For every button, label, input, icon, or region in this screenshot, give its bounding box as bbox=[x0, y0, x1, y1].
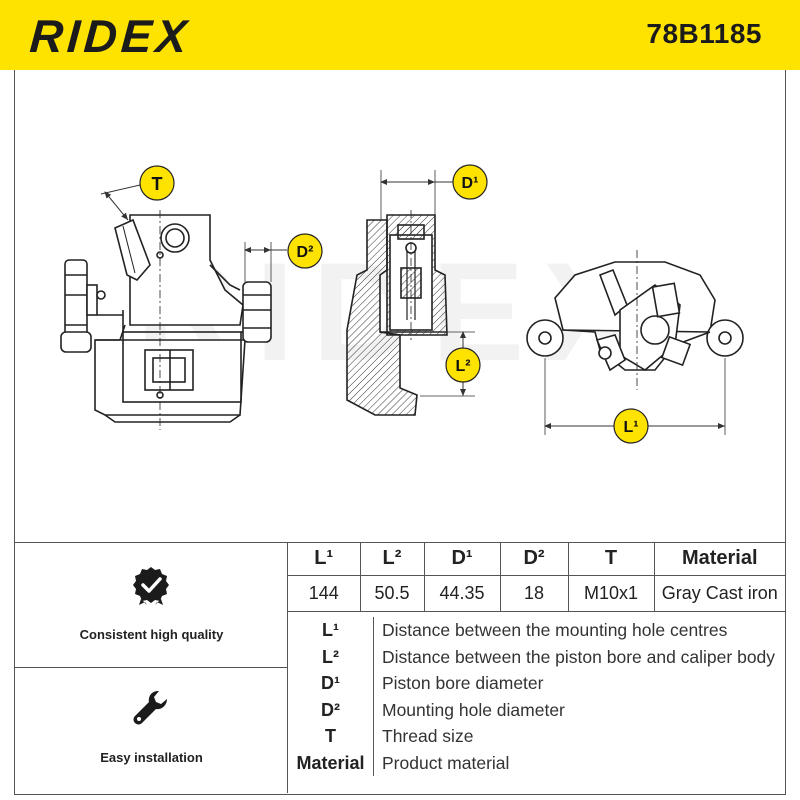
spec-header-t: T bbox=[568, 543, 655, 576]
legend: L¹ Distance between the mounting hole ce… bbox=[288, 613, 785, 793]
spec-value-d1: 44.35 bbox=[424, 575, 501, 612]
caliper-section-view bbox=[346, 210, 448, 416]
callout-l2-label: L² bbox=[455, 358, 470, 375]
legend-row-l1: L¹ Distance between the mounting hole ce… bbox=[288, 617, 785, 644]
callout-t: T bbox=[100, 165, 175, 221]
feature-quality: Consistent high quality bbox=[15, 543, 288, 668]
callout-t-label: T bbox=[152, 174, 163, 194]
legend-description: Piston bore diameter bbox=[382, 673, 544, 693]
legend-symbol: Material bbox=[288, 749, 374, 776]
caliper-front-view bbox=[60, 210, 272, 430]
spec-value-row: 144 50.5 44.35 18 M10x1 Gray Cast iron bbox=[288, 575, 785, 612]
spec-value-l1: 144 bbox=[288, 575, 361, 612]
legend-description: Thread size bbox=[382, 726, 474, 746]
callout-l2: L² bbox=[420, 331, 481, 397]
feature-panel: Consistent high quality Easy installatio… bbox=[15, 543, 288, 793]
technical-drawing: RIDEX bbox=[14, 70, 786, 542]
callout-l1: L¹ bbox=[544, 358, 726, 444]
legend-symbol: L² bbox=[288, 643, 374, 670]
legend-symbol: D¹ bbox=[288, 670, 374, 697]
badge-check-icon bbox=[133, 567, 169, 605]
spec-header-l1: L¹ bbox=[288, 543, 361, 576]
wrench-icon bbox=[133, 691, 167, 725]
spec-table: L¹ L² D¹ D² T Material 144 50.5 44.35 18… bbox=[288, 543, 785, 612]
legend-symbol: L¹ bbox=[288, 617, 374, 644]
spec-header-d2: D² bbox=[500, 543, 569, 576]
callout-d2-label: D² bbox=[297, 244, 314, 261]
spec-header-material: Material bbox=[654, 543, 785, 576]
legend-row-d2: D² Mounting hole diameter bbox=[288, 696, 785, 723]
legend-description: Product material bbox=[382, 752, 510, 773]
legend-row-t: T Thread size bbox=[288, 723, 785, 750]
spec-value-l2: 50.5 bbox=[360, 575, 425, 612]
spec-header-row: L¹ L² D¹ D² T Material bbox=[288, 543, 785, 576]
spec-header-d1: D¹ bbox=[424, 543, 501, 576]
callout-d1-label: D¹ bbox=[462, 175, 479, 192]
header-band: RIDEX 78B1185 bbox=[0, 0, 800, 70]
legend-symbol: D² bbox=[288, 696, 374, 723]
caliper-drawing-svg: RIDEX bbox=[60, 164, 744, 444]
spec-value-material: Gray Cast iron bbox=[654, 575, 785, 612]
caliper-rear-view bbox=[526, 250, 744, 390]
info-section: Consistent high quality Easy installatio… bbox=[14, 542, 786, 795]
feature-installation-label: Easy installation bbox=[100, 750, 203, 765]
legend-description: Distance between the mounting hole centr… bbox=[382, 620, 728, 640]
feature-quality-label: Consistent high quality bbox=[79, 627, 224, 642]
legend-row-material: Material Product material bbox=[288, 749, 785, 776]
legend-description: Distance between the piston bore and cal… bbox=[382, 646, 776, 667]
legend-symbol: T bbox=[288, 723, 374, 750]
legend-row-d1: D¹ Piston bore diameter bbox=[288, 670, 785, 697]
spec-value-t: M10x1 bbox=[568, 575, 655, 612]
part-number: 78B1185 bbox=[646, 18, 762, 49]
legend-row-l2: L² Distance between the piston bore and … bbox=[288, 643, 785, 670]
legend-description: Mounting hole diameter bbox=[382, 699, 565, 720]
callout-d1: D¹ bbox=[380, 164, 488, 220]
spec-value-d2: 18 bbox=[500, 575, 569, 612]
spec-header-l2: L² bbox=[360, 543, 425, 576]
feature-installation: Easy installation bbox=[15, 668, 288, 793]
callout-d2: D² bbox=[244, 233, 323, 282]
callout-l1-label: L¹ bbox=[623, 419, 638, 436]
brand-logo: RIDEX bbox=[28, 10, 193, 62]
